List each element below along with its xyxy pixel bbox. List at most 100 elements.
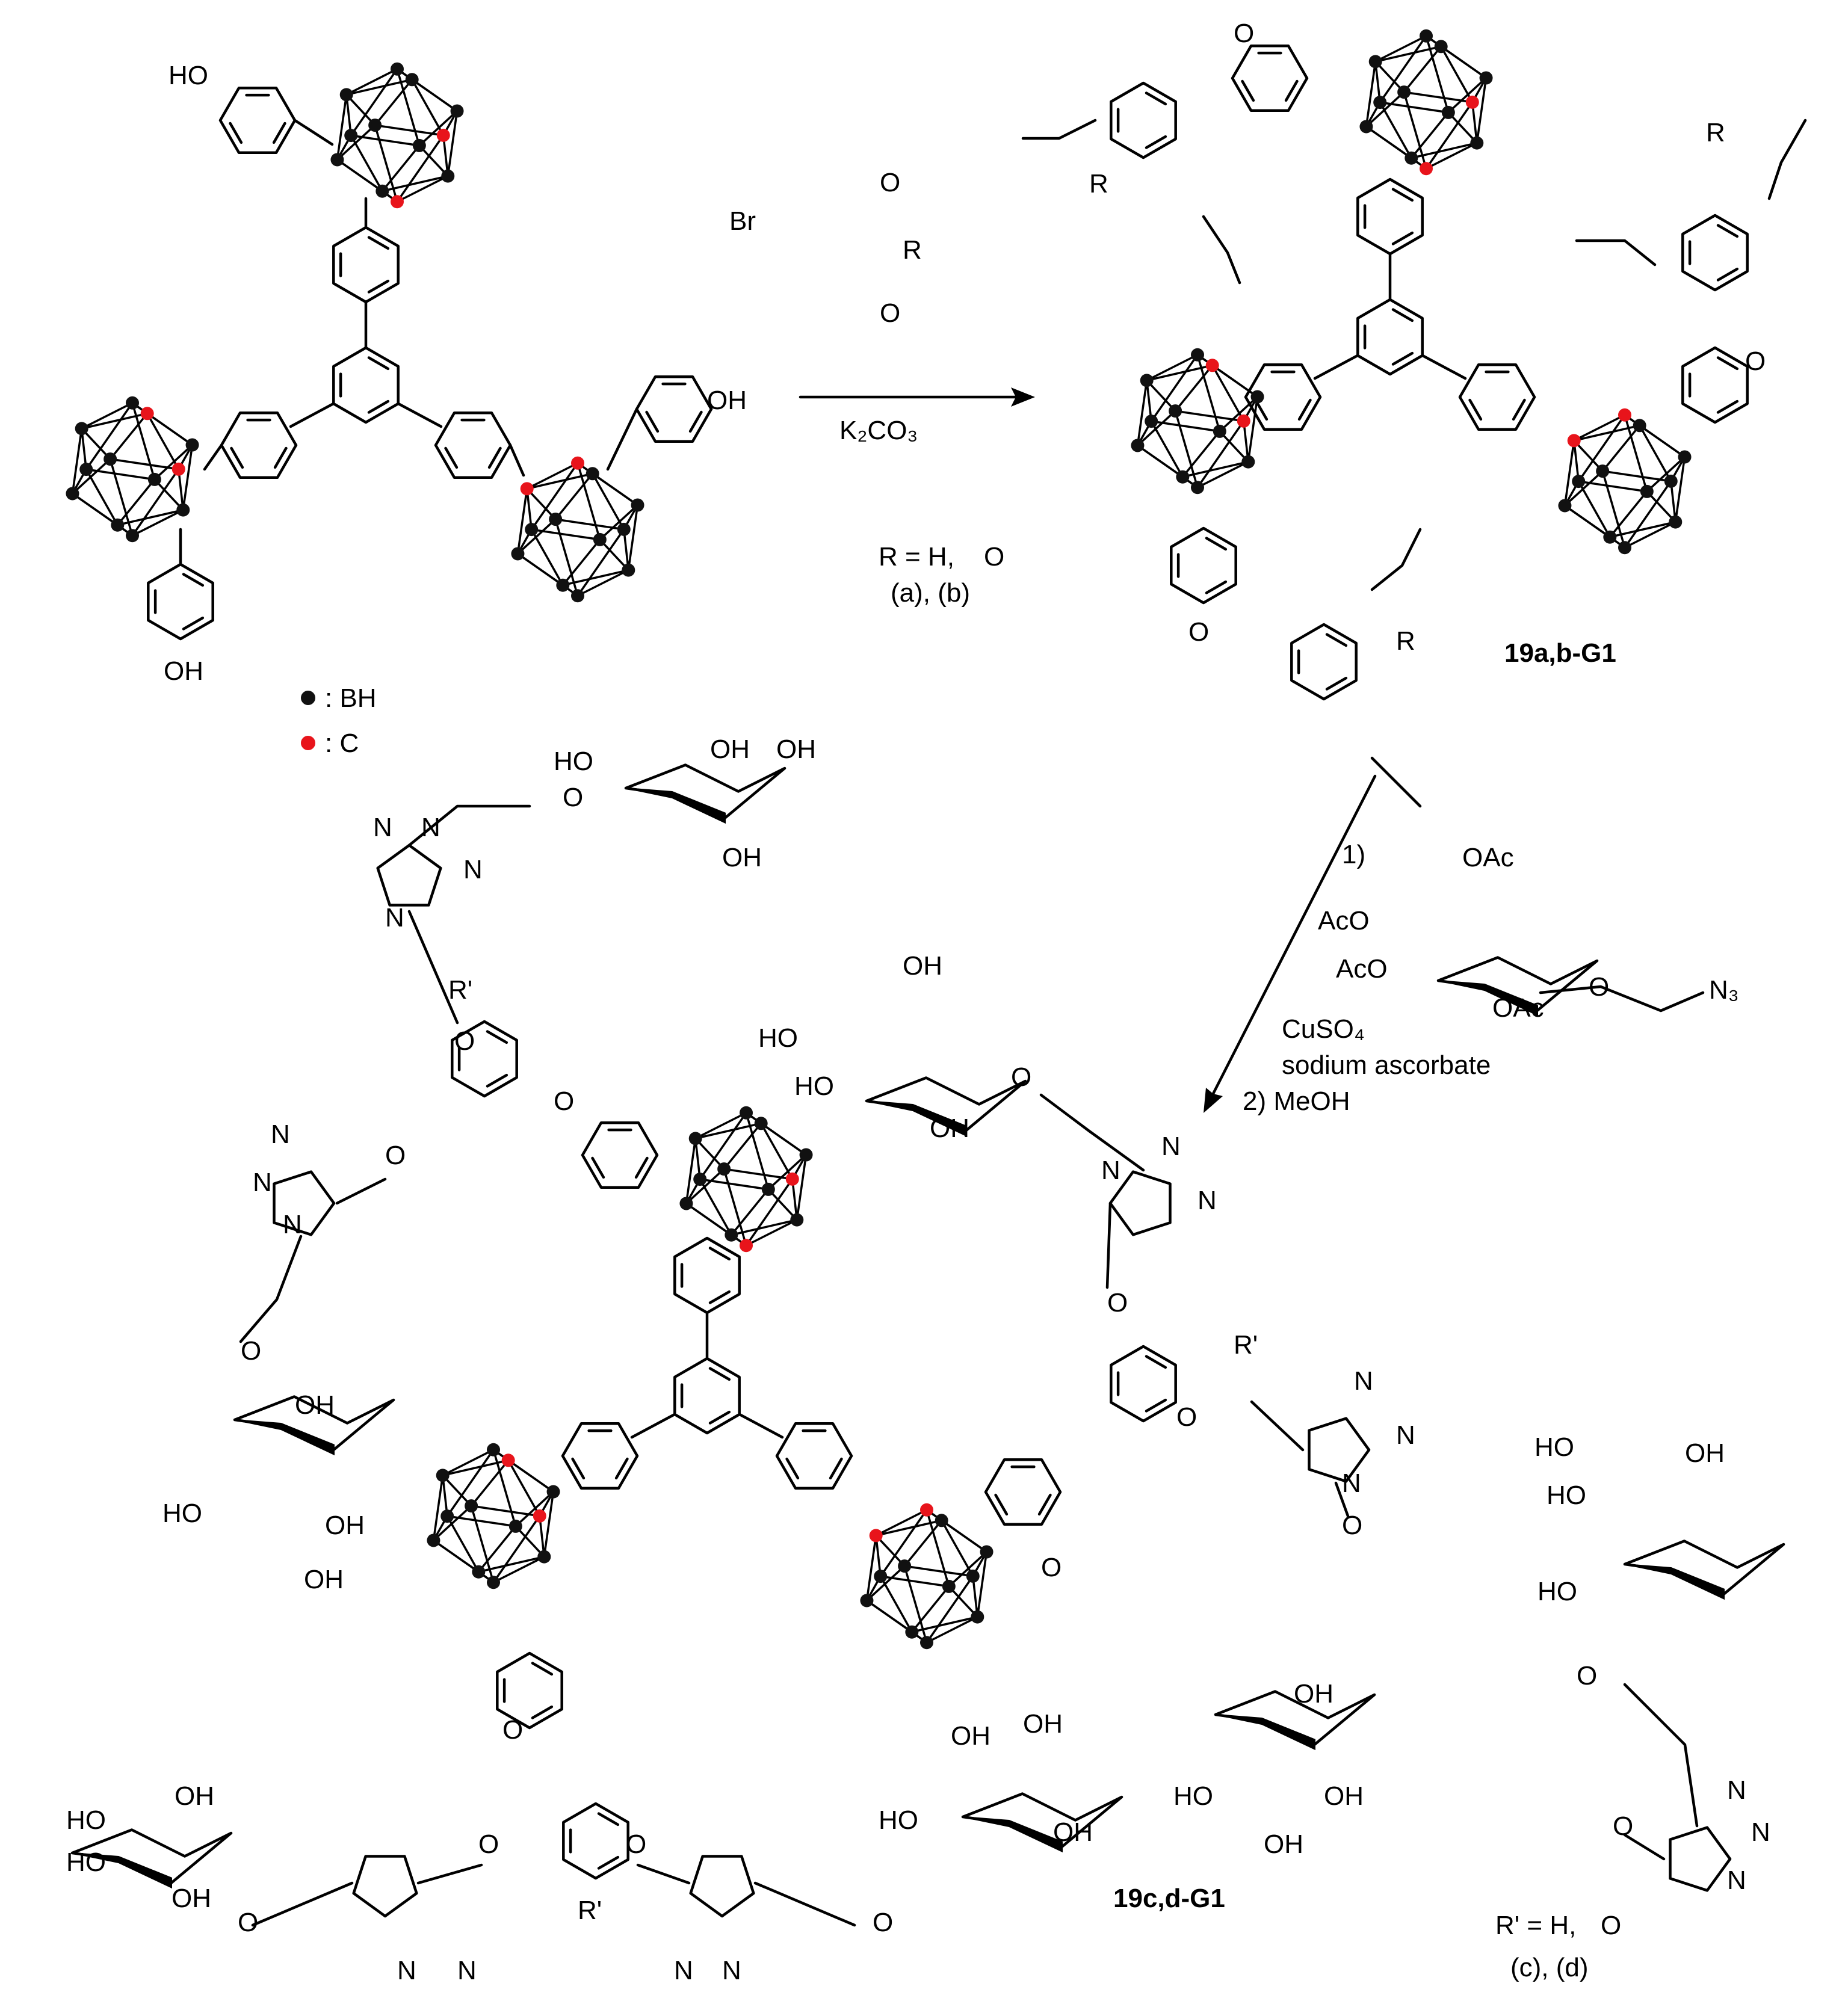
cage-edge: [397, 175, 449, 203]
r-definition-oxygen: O: [984, 542, 1004, 572]
cage-edge: [374, 79, 413, 126]
cage-edge: [530, 462, 579, 531]
compound-label-19ab: 19a,b-G1: [1504, 638, 1616, 668]
cage-edge: [694, 1112, 747, 1139]
carborane-cages: [66, 29, 1692, 1650]
cage-edge: [1646, 490, 1676, 523]
oac-bottom: OAc: [1492, 993, 1544, 1023]
cage-edge: [543, 1491, 555, 1557]
cage-edge: [411, 79, 445, 136]
cage-edge: [1410, 111, 1450, 159]
cage-edge: [554, 519, 579, 596]
boron-vertex: [1191, 481, 1204, 495]
sugar-hydroxyl-24: HO: [1534, 1432, 1574, 1462]
bond: [397, 402, 443, 428]
triazole-1: [376, 843, 442, 907]
cage-edge: [903, 1520, 943, 1567]
ring-double-bond: [614, 1457, 629, 1480]
cage-edge: [418, 110, 458, 147]
base-label: K₂CO₃: [839, 416, 918, 445]
carbon-vertex: [869, 1529, 883, 1543]
alkyne-right-left: [1575, 239, 1657, 267]
ring-double-bond: [182, 616, 205, 630]
phenol-right: [635, 375, 713, 443]
cage-edge: [110, 458, 179, 470]
ring-double-bond: [1391, 351, 1414, 366]
boron-vertex: [1405, 151, 1418, 165]
boron-vertex: [1479, 71, 1493, 85]
bond: [289, 402, 335, 428]
cage-edge: [1425, 101, 1474, 170]
linker-oxygen-12: O: [238, 1908, 258, 1937]
boron-vertex: [725, 1228, 738, 1242]
carbon-vertex: [520, 482, 534, 496]
cage-edge: [695, 1122, 762, 1140]
boron-vertex: [1441, 105, 1455, 119]
chair-front-edge: [1438, 980, 1538, 1017]
bond: [508, 443, 525, 477]
g1ab-ether-left: O: [1188, 617, 1209, 647]
carbon-vertex: [140, 407, 154, 421]
cage-edge: [577, 569, 629, 597]
triazole-nitrogen-19: N: [1727, 1866, 1746, 1895]
boron-vertex: [344, 129, 358, 143]
boron-vertex: [104, 452, 117, 466]
g1cd-cage-top: [679, 1106, 813, 1253]
cage-edge: [1476, 78, 1488, 143]
boron-vertex: [1250, 390, 1264, 404]
cage-edge: [694, 1138, 701, 1180]
chain-14: [1539, 985, 1705, 1013]
cage-edge: [85, 402, 134, 470]
boron-vertex: [1169, 404, 1182, 418]
sugar-hydroxyl-19: OH: [172, 1884, 211, 1913]
cage-edge: [1574, 424, 1640, 442]
phenol-left: [147, 563, 214, 641]
boron-vertex: [1131, 439, 1145, 452]
cage-edge: [694, 1138, 725, 1170]
chain-5: [1105, 1201, 1112, 1289]
cage-edge: [346, 78, 413, 96]
carbon-vertex: [571, 456, 584, 470]
cage-edge: [1375, 45, 1442, 63]
cage-edge: [627, 505, 639, 570]
cage-edge: [1374, 61, 1405, 93]
cage-edge: [1174, 410, 1199, 488]
cage-edge: [554, 473, 594, 520]
alkyne-right-up: [1767, 119, 1807, 200]
cage-edge: [515, 1525, 545, 1558]
reagent-o-top: O: [880, 168, 900, 197]
cage-edge: [1624, 521, 1676, 549]
boron-vertex: [1633, 419, 1646, 433]
cage-edge: [81, 412, 148, 430]
linker-oxygen-5: O: [1011, 1062, 1031, 1092]
boron-vertex: [679, 1197, 693, 1210]
phenol-top: [218, 87, 297, 154]
cage-edge: [442, 1459, 509, 1477]
r-prime-variants: (c), (d): [1510, 1953, 1589, 1982]
chain-9: [416, 1863, 483, 1885]
boron-vertex: [126, 396, 139, 410]
cage-edge: [1403, 91, 1473, 103]
cage-edge: [879, 1576, 913, 1633]
cage-edge: [153, 444, 193, 481]
boron-vertex: [790, 1213, 804, 1227]
cage-edge: [493, 1556, 545, 1583]
cage-edge: [374, 124, 444, 137]
boron-vertex: [920, 1636, 933, 1650]
cage-edge: [796, 1154, 808, 1220]
hydroxyl-top: HO: [168, 61, 208, 90]
ring-double-bond: [367, 236, 390, 250]
step1-conditions: Br R O O K₂CO₃ R = H, O (a), (b): [729, 168, 1004, 608]
cage-edge: [875, 1535, 906, 1567]
g1ab-arm-right: [1458, 363, 1536, 431]
cage-edge: [1447, 111, 1478, 144]
reagent-r-label: R: [903, 235, 922, 265]
cage-edge: [1471, 102, 1479, 143]
linker-oxygen-4: O: [241, 1336, 261, 1366]
cage-edge: [723, 1168, 747, 1246]
carbon-vertex: [1465, 95, 1479, 109]
g1ab-cage-left: [1131, 348, 1264, 495]
boron-vertex: [631, 498, 644, 512]
boron-vertex: [546, 1485, 560, 1499]
triazole-nitrogen-2: N: [463, 855, 483, 884]
